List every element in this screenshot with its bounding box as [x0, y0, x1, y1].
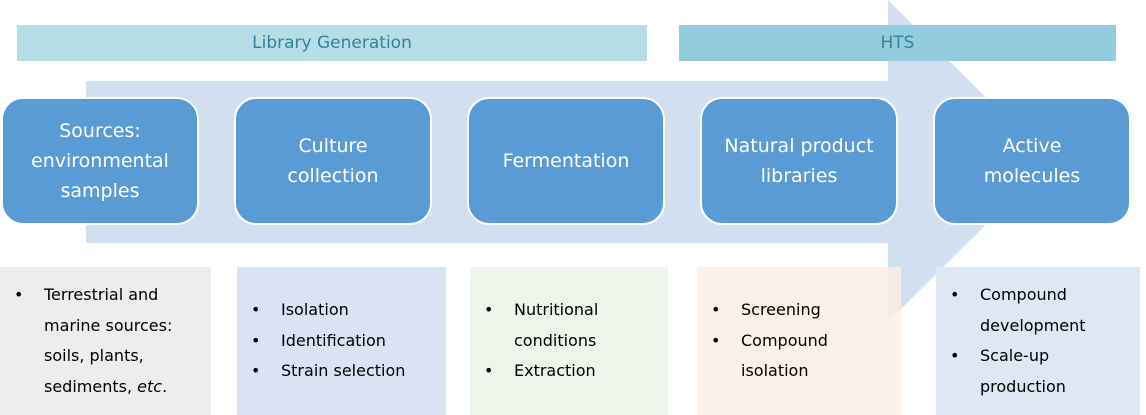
detail-item: Terrestrial and marine sources: soils, p…: [14, 280, 211, 402]
detail-item: Screening: [711, 295, 861, 326]
detail-active-molecules: Compound development Scale-up production: [936, 267, 1140, 415]
detail-item: Scale-up production: [950, 341, 1110, 402]
step-label: Culture collection: [287, 135, 379, 187]
detail-item: Extraction: [484, 356, 634, 387]
step-label: Natural product libraries: [724, 135, 874, 187]
detail-item: Isolation: [251, 295, 405, 326]
detail-item: Compound development: [950, 280, 1110, 341]
step-label: Sources: environmental samples: [31, 120, 169, 202]
step-natural-product-libraries: Natural product libraries: [700, 97, 898, 225]
phase-library-generation: Library Generation: [17, 25, 647, 61]
detail-natural-product-libraries: Screening Compound isolation: [697, 267, 901, 415]
step-label: Fermentation: [502, 150, 630, 172]
phase-label: HTS: [880, 33, 915, 53]
step-culture-collection: Culture collection: [234, 97, 432, 225]
detail-item: Identification: [251, 326, 405, 357]
detail-item: Compound isolation: [711, 326, 861, 387]
phase-label: Library Generation: [252, 33, 412, 53]
step-sources: Sources: environmental samples: [1, 97, 199, 225]
detail-item: Nutritional conditions: [484, 295, 634, 356]
detail-sources: Terrestrial and marine sources: soils, p…: [0, 267, 211, 415]
detail-culture-collection: Isolation Identification Strain selectio…: [237, 267, 446, 415]
detail-fermentation: Nutritional conditions Extraction: [470, 267, 668, 415]
step-label: Active molecules: [983, 135, 1081, 187]
phase-hts: HTS: [679, 25, 1116, 61]
step-active-molecules: Active molecules: [933, 97, 1131, 225]
detail-item: Strain selection: [251, 356, 405, 387]
step-fermentation: Fermentation: [467, 97, 665, 225]
